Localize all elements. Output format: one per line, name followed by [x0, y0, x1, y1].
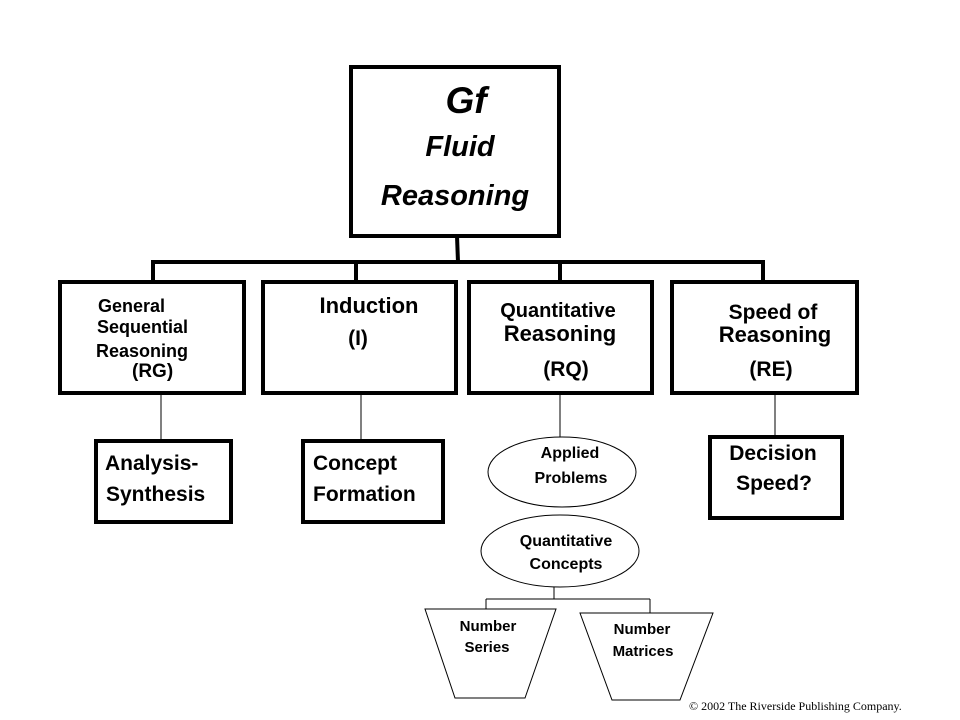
- branch-box-quantitative-reasoning: [467, 280, 654, 395]
- branch-re-line1: Speed of: [728, 301, 818, 324]
- task-concept-line2: Formation: [313, 483, 416, 506]
- task-series-line2: Series: [464, 639, 510, 656]
- task-decision-line1: Decision: [729, 442, 817, 465]
- number-series-shape: [424, 608, 557, 699]
- branch-rg-line2: Sequential: [97, 317, 189, 337]
- task-applied-line2: Problems: [534, 470, 608, 487]
- task-applied-line1: Applied: [540, 445, 600, 462]
- task-concept-line1: Concept: [313, 452, 397, 475]
- branch-rq-line1: Quantitative: [500, 300, 616, 322]
- quantitative-concepts-ellipse: [480, 514, 640, 588]
- branch-rq-line2: Reasoning: [503, 321, 617, 346]
- applied-problems-ellipse: [487, 436, 637, 508]
- task-analysis-line1: Analysis-: [105, 452, 199, 475]
- root-title: Gf: [445, 80, 487, 121]
- branch-box-induction: [261, 280, 458, 395]
- task-analysis-line2: Synthesis: [106, 483, 206, 506]
- root-box-gf: [349, 65, 561, 238]
- branch-i-line1: Induction: [319, 293, 419, 318]
- branch-re-code: (RE): [749, 358, 793, 381]
- task-decision-line2: Speed?: [736, 472, 812, 495]
- branch-rg-line3: Reasoning: [96, 341, 189, 361]
- root-line1: Fluid: [425, 131, 495, 163]
- task-box-analysis-synthesis: [94, 439, 233, 524]
- task-matrices-line2: Matrices: [612, 643, 674, 660]
- connector-root-stem: [455, 235, 460, 263]
- branch-rq-code: (RQ): [543, 358, 589, 381]
- branch-box-speed-of-reasoning: [670, 280, 859, 395]
- task-series-line1: Number: [459, 618, 517, 635]
- task-qc-line2: Concepts: [529, 556, 603, 573]
- branch-i-code: (I): [348, 327, 368, 350]
- branch-rg-line1: General: [98, 296, 166, 316]
- root-line2: Reasoning: [380, 180, 530, 212]
- branch-rg-code: (RG): [132, 361, 174, 382]
- task-qc-line1: Quantitative: [519, 533, 613, 550]
- number-matrices-shape: [579, 612, 714, 701]
- task-matrices-line1: Number: [613, 621, 671, 638]
- task-box-concept-formation: [301, 439, 445, 524]
- branch-box-general-sequential-reasoning: [58, 280, 246, 395]
- copyright-note: © 2002 The Riverside Publishing Company.: [689, 699, 902, 713]
- task-box-decision-speed: [708, 435, 844, 520]
- branch-re-line2: Reasoning: [718, 322, 832, 347]
